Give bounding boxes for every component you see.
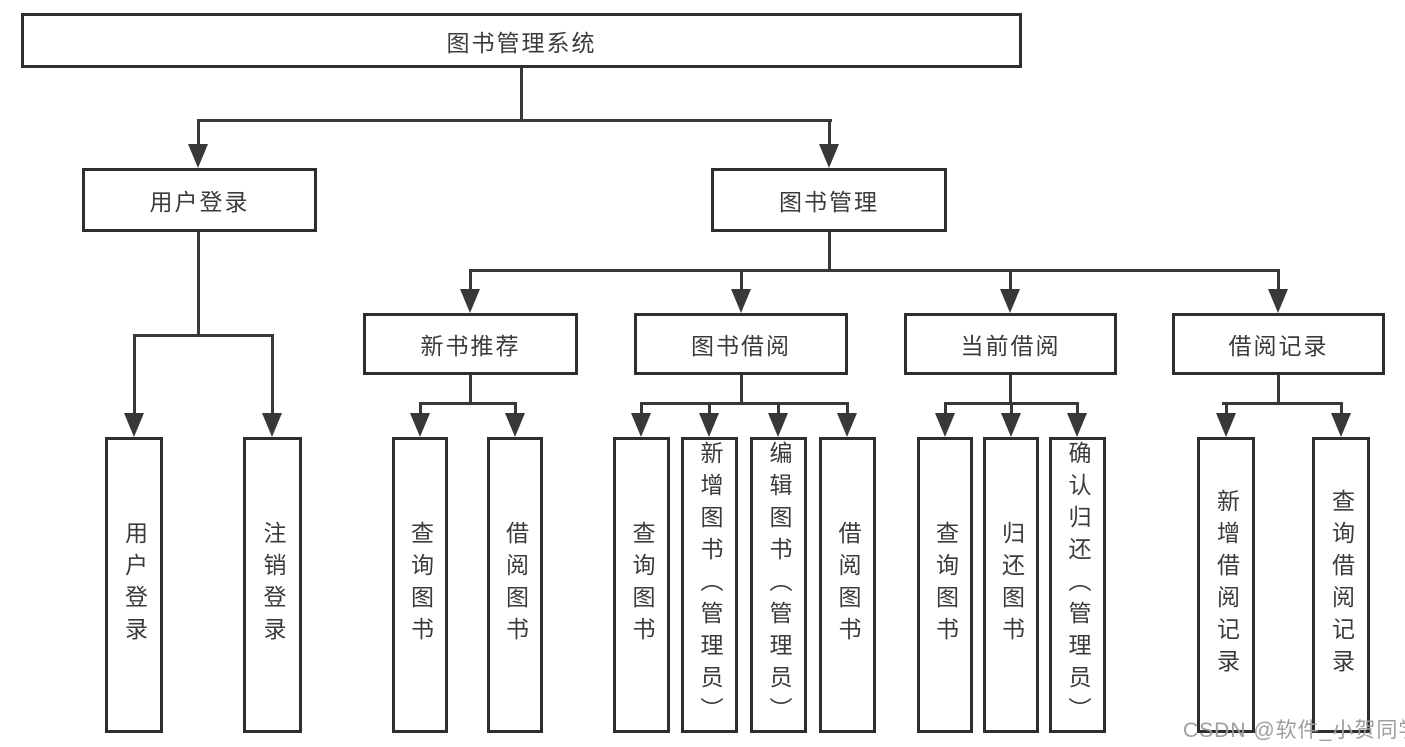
arrow-line — [1010, 403, 1013, 415]
arrowhead-down-icon — [1000, 289, 1020, 313]
connector-new-book-stub — [469, 375, 472, 405]
arrow-line — [1225, 403, 1228, 415]
node-book-mgmt: 图书管理 — [711, 168, 947, 232]
node-borrow-records: 借阅记录 — [1172, 313, 1385, 375]
leaf-borrow-books: 借阅图书 — [819, 437, 876, 733]
arrow-line — [419, 403, 422, 415]
leaf-label: 查询借阅记录 — [1328, 489, 1355, 681]
node-current-borrow-label: 当前借阅 — [960, 333, 1061, 359]
connector-book-borrow-rail — [640, 402, 849, 405]
node-user-login: 用户登录 — [82, 168, 317, 232]
connector-book-mgmt-stub — [828, 232, 831, 272]
arrowhead-down-icon — [837, 413, 857, 437]
leaf-edit-book-admin: 编辑图书（管理员） — [750, 437, 807, 733]
arrowhead-down-icon — [631, 413, 651, 437]
arrowhead-down-icon — [410, 413, 430, 437]
leaf-label: 借阅图书 — [835, 521, 861, 649]
leaf-label: 查询图书 — [629, 521, 655, 649]
arrow-line — [1340, 403, 1343, 415]
leaf-label: 确认归还（管理员） — [1065, 441, 1091, 729]
leaf-query-borrow-record: 查询借阅记录 — [1312, 437, 1370, 733]
leaf-logout: 注销登录 — [243, 437, 302, 733]
leaf-label: 借阅图书 — [502, 521, 529, 649]
leaf-add-borrow-record: 新增借阅记录 — [1197, 437, 1255, 733]
arrow-line — [1009, 270, 1012, 291]
arrowhead-down-icon — [262, 413, 282, 437]
node-borrow-records-label: 借阅记录 — [1228, 333, 1329, 359]
leaf-borrow-books-rec: 借阅图书 — [487, 437, 543, 733]
arrowhead-down-icon — [460, 289, 480, 313]
leaf-add-book-admin: 新增图书（管理员） — [681, 437, 738, 733]
leaf-label: 新增图书（管理员） — [697, 441, 723, 729]
node-book-borrow-label: 图书借阅 — [691, 333, 791, 359]
arrow-line — [133, 335, 136, 415]
connector-borrow-records-rail — [1222, 402, 1343, 405]
leaf-confirm-return-admin: 确认归还（管理员） — [1049, 437, 1106, 733]
arrow-line — [828, 120, 831, 146]
arrowhead-down-icon — [1001, 413, 1021, 437]
arrowhead-down-icon — [1268, 289, 1288, 313]
connector-level3-rail — [469, 269, 1280, 272]
leaf-query-books-current: 查询图书 — [917, 437, 973, 733]
leaf-label: 归还图书 — [998, 521, 1025, 649]
leaf-label: 新增借阅记录 — [1213, 489, 1240, 681]
arrow-line — [469, 270, 472, 291]
csdn-watermark: CSDN @软件_小贺同学 — [1183, 719, 1405, 742]
arrowhead-down-icon — [1067, 413, 1087, 437]
arrowhead-down-icon — [188, 144, 208, 168]
arrowhead-down-icon — [505, 413, 525, 437]
node-root: 图书管理系统 — [21, 13, 1022, 68]
leaf-label: 查询图书 — [407, 521, 434, 649]
arrow-line — [514, 403, 517, 415]
arrowhead-down-icon — [819, 144, 839, 168]
arrowhead-down-icon — [935, 413, 955, 437]
node-new-book-rec: 新书推荐 — [363, 313, 578, 375]
connector-user-login-stub — [197, 232, 200, 337]
connector-user-login-rail — [133, 334, 274, 337]
arrow-line — [777, 403, 780, 415]
arrowhead-down-icon — [1331, 413, 1351, 437]
node-book-mgmt-label: 图书管理 — [779, 189, 879, 215]
arrow-line — [740, 270, 743, 291]
arrow-line — [1076, 403, 1079, 415]
node-root-label: 图书管理系统 — [446, 29, 597, 56]
arrowhead-down-icon — [124, 413, 144, 437]
node-book-borrow: 图书借阅 — [634, 313, 848, 375]
arrow-line — [640, 403, 643, 415]
connector-borrow-records-stub — [1277, 375, 1280, 405]
arrow-line — [708, 403, 711, 415]
arrow-line — [846, 403, 849, 415]
leaf-query-books-rec: 查询图书 — [392, 437, 448, 733]
arrow-line — [197, 120, 200, 146]
connector-root-stub — [520, 68, 523, 122]
arrow-line — [944, 403, 947, 415]
leaf-query-books-borrow: 查询图书 — [613, 437, 670, 733]
node-user-login-label: 用户登录 — [149, 189, 250, 215]
arrowhead-down-icon — [731, 289, 751, 313]
arrow-line — [271, 335, 274, 415]
leaf-label: 注销登录 — [260, 521, 286, 649]
leaf-return-books: 归还图书 — [983, 437, 1039, 733]
leaf-label: 编辑图书（管理员） — [766, 441, 792, 729]
connector-new-book-rail — [419, 402, 517, 405]
leaf-label: 查询图书 — [932, 521, 959, 649]
arrowhead-down-icon — [699, 413, 719, 437]
arrowhead-down-icon — [768, 413, 788, 437]
node-current-borrow: 当前借阅 — [904, 313, 1117, 375]
leaf-label: 用户登录 — [121, 521, 148, 649]
arrow-line — [1277, 270, 1280, 291]
connector-book-borrow-stub — [740, 375, 743, 405]
arrowhead-down-icon — [1216, 413, 1236, 437]
leaf-user-login: 用户登录 — [105, 437, 163, 733]
connector-level2-rail — [197, 119, 832, 122]
node-new-book-rec-label: 新书推荐 — [420, 333, 521, 359]
connector-current-borrow-stub — [1009, 375, 1012, 405]
